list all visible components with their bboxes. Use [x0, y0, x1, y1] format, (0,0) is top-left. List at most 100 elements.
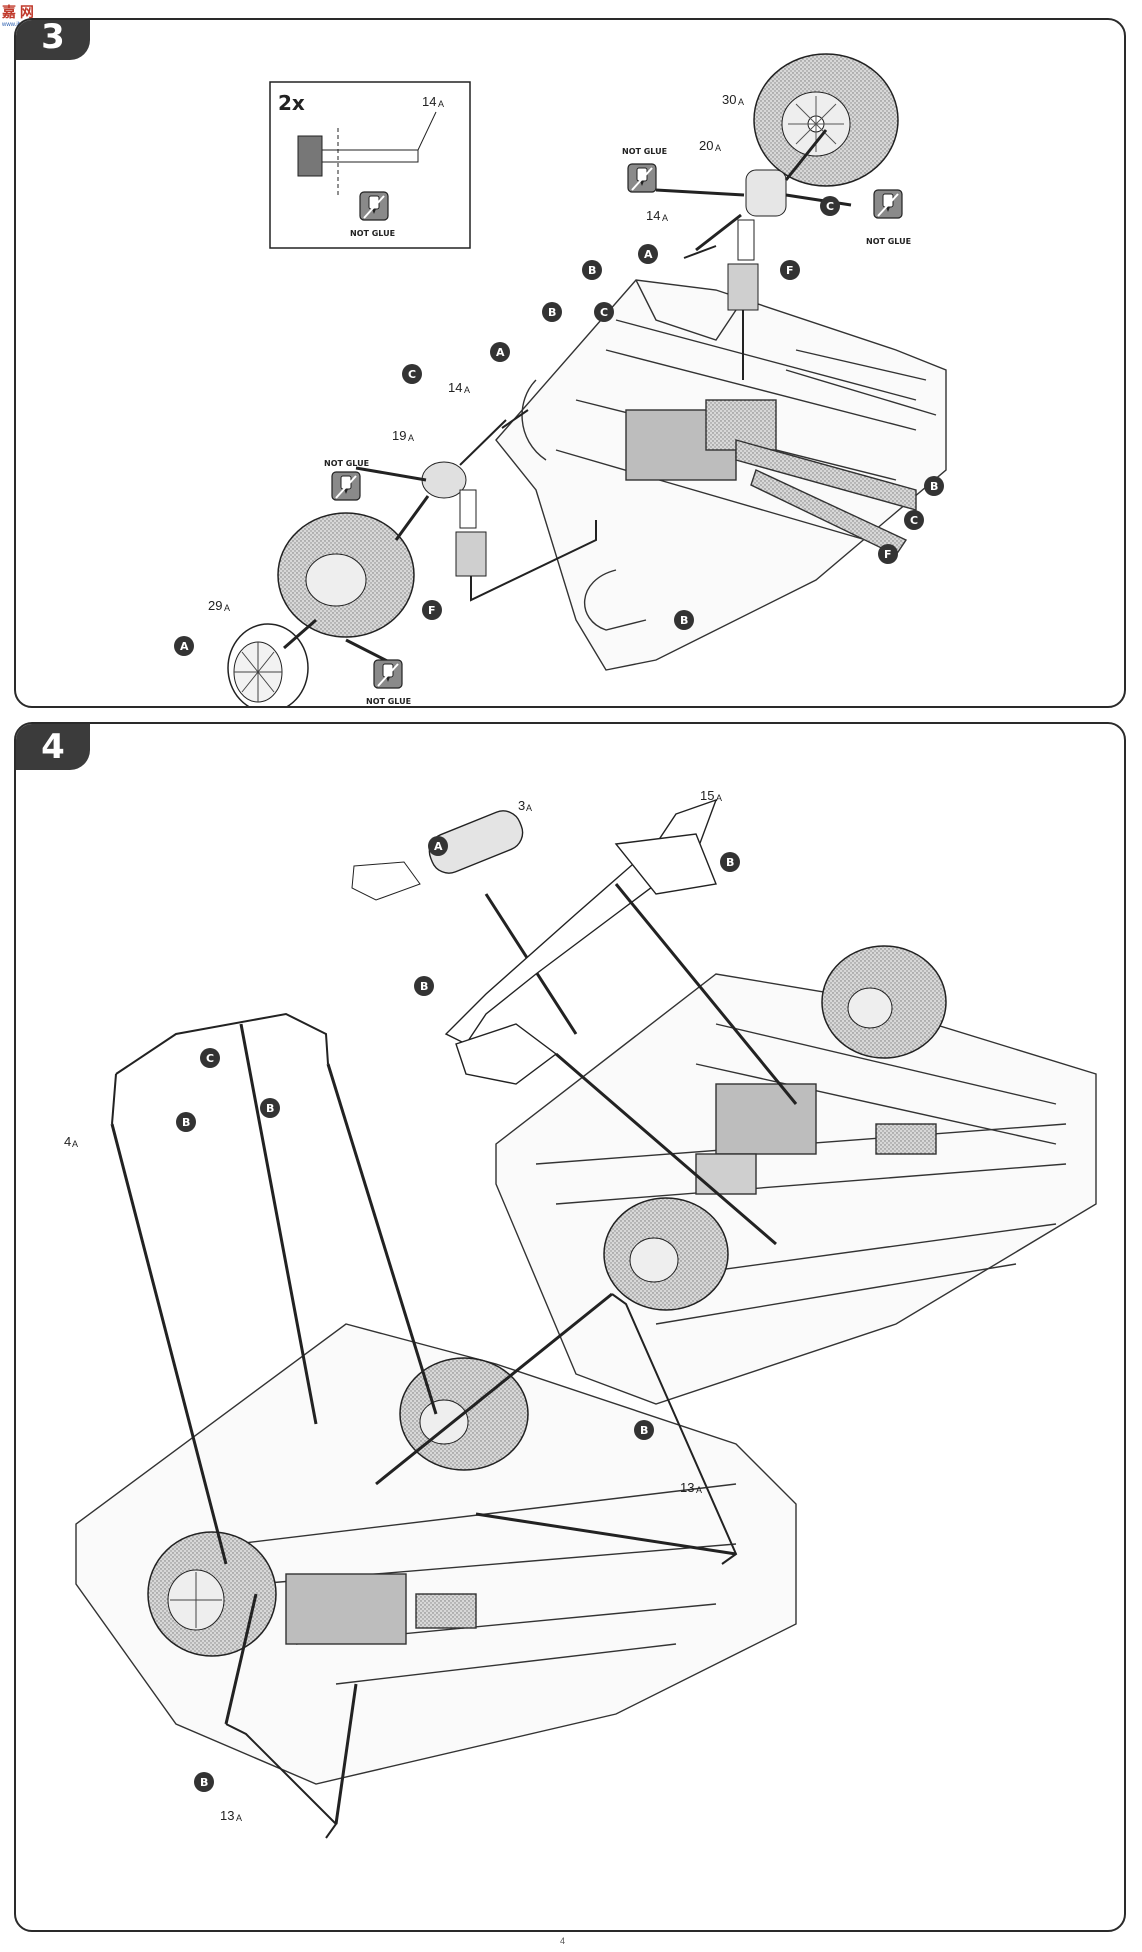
svg-text:F: F: [428, 604, 436, 617]
letter-badges: B B C A C A C F B C F B F A: [174, 196, 944, 656]
step-3-panel: 3 2x 14 A NOT GLUE: [14, 18, 1126, 708]
svg-text:C: C: [408, 368, 416, 381]
svg-text:B: B: [420, 980, 428, 993]
part-suffix: A: [715, 143, 721, 153]
watermark-logo: 嘉 网: [2, 4, 34, 20]
svg-text:F: F: [884, 548, 892, 561]
part-labels: 3 A 15 A 4 A 13 A 13 A: [64, 788, 722, 1823]
svg-text:B: B: [548, 306, 556, 319]
letter-badge-icon: C: [402, 364, 422, 384]
step-4-panel: 4: [14, 722, 1126, 1932]
part-suffix: A: [662, 213, 668, 223]
letter-badge-icon: F: [878, 544, 898, 564]
part-suffix: A: [464, 385, 470, 395]
part-number-label: 14: [646, 208, 660, 223]
svg-text:B: B: [200, 1776, 208, 1789]
step-3-number: 3: [16, 20, 90, 60]
not-glue-upper-right: NOT GLUE: [866, 189, 911, 246]
part-number-label: 15: [700, 788, 714, 803]
glue-bottle-icon: [331, 471, 361, 501]
lower-hub-19a: [345, 419, 597, 670]
upper-wheel-30a: [753, 53, 899, 187]
lower-chassis-drawing: [75, 1323, 797, 1785]
part-number-label: 14: [448, 380, 462, 395]
svg-text:B: B: [680, 614, 688, 627]
svg-text:B: B: [182, 1116, 190, 1129]
part-suffix: A: [72, 1139, 78, 1149]
roll-cage-4a: [110, 1012, 438, 1565]
lower-wheel-29a: [227, 512, 415, 706]
glue-bottle-icon: [373, 659, 403, 689]
letter-badge-icon: B: [582, 260, 602, 280]
svg-text:F: F: [786, 264, 794, 277]
svg-text:A: A: [180, 640, 189, 653]
letter-badge-icon: B: [634, 1420, 654, 1440]
letter-badge-icon: F: [780, 260, 800, 280]
part-labels: 30 A 20 A 14 A 14 A 19 A 29 A: [208, 92, 744, 613]
part-suffix: A: [236, 1813, 242, 1823]
part-number-label: 13: [220, 1808, 234, 1823]
step-4-number: 4: [16, 724, 90, 770]
svg-text:C: C: [826, 200, 834, 213]
svg-text:A: A: [496, 346, 505, 359]
part-suffix: A: [738, 97, 744, 107]
muffler-3a: [351, 810, 578, 1035]
step-3-drawing: 2x 14 A NOT GLUE: [174, 53, 947, 706]
part-suffix: A: [224, 603, 230, 613]
letter-badge-icon: B: [260, 1098, 280, 1118]
letter-badge-icon: A: [638, 244, 658, 264]
not-glue-lower-right: NOT GLUE: [366, 659, 411, 706]
inset-not-glue: NOT GLUE: [350, 229, 395, 238]
glue-bottle-icon: [627, 163, 657, 193]
letter-badge-icon: C: [594, 302, 614, 322]
upper-hub-20a: [655, 129, 852, 380]
part-suffix: A: [408, 433, 414, 443]
letter-badge-icon: B: [542, 302, 562, 322]
step-4-drawing: 3 A 15 A 4 A 13 A 13 A A B B C B B B B: [64, 788, 1097, 1839]
letter-badge-icon: B: [924, 476, 944, 496]
svg-text:B: B: [588, 264, 596, 277]
not-glue-upper-left: NOT GLUE: [622, 147, 667, 193]
not-glue-label: NOT GLUE: [866, 237, 911, 246]
part-number-label: 4: [64, 1134, 71, 1149]
svg-text:C: C: [206, 1052, 214, 1065]
svg-text:B: B: [640, 1424, 648, 1437]
upper-right-wheel: [821, 945, 947, 1059]
letter-badge-icon: B: [720, 852, 740, 872]
svg-text:A: A: [434, 840, 443, 853]
letter-badge-icon: C: [904, 510, 924, 530]
letter-badge-icon: B: [176, 1112, 196, 1132]
letter-badge-icon: C: [820, 196, 840, 216]
svg-text:C: C: [600, 306, 608, 319]
glue-bottle-icon: [873, 189, 903, 219]
letter-badge-icon: B: [414, 976, 434, 996]
inset-2x-box: 2x 14 A NOT GLUE: [269, 81, 471, 249]
chassis-drawing: [495, 279, 947, 671]
upper-chassis-drawing: [495, 973, 1097, 1405]
letter-badge-icon: A: [174, 636, 194, 656]
glue-bottle-icon: [359, 191, 389, 221]
part-number-label: 13: [680, 1480, 694, 1495]
not-glue-label: NOT GLUE: [366, 697, 411, 706]
part-number-label: 19: [392, 428, 406, 443]
letter-badge-icon: B: [674, 610, 694, 630]
not-glue-label: NOT GLUE: [622, 147, 667, 156]
svg-text:A: A: [644, 248, 653, 261]
upper-left-wheel: [603, 1197, 729, 1311]
svg-text:C: C: [910, 514, 918, 527]
inset-part-suffix: A: [438, 99, 444, 109]
letter-badges: A B B C B B B B: [176, 836, 740, 1792]
part-number-label: 3: [518, 798, 525, 813]
letter-badge-icon: A: [490, 342, 510, 362]
strut-13a-right: [375, 1292, 738, 1565]
not-glue-lower-left: NOT GLUE: [324, 459, 369, 501]
part-suffix: A: [696, 1485, 702, 1495]
bolt-14a-lower: [501, 409, 529, 429]
part-suffix: A: [716, 793, 722, 803]
part-number-label: 20: [699, 138, 713, 153]
part-number-label: 29: [208, 598, 222, 613]
part-number-label: 30: [722, 92, 736, 107]
letter-badge-icon: C: [200, 1048, 220, 1068]
frame-15a: [444, 798, 798, 1246]
inset-count: 2x: [278, 91, 305, 115]
